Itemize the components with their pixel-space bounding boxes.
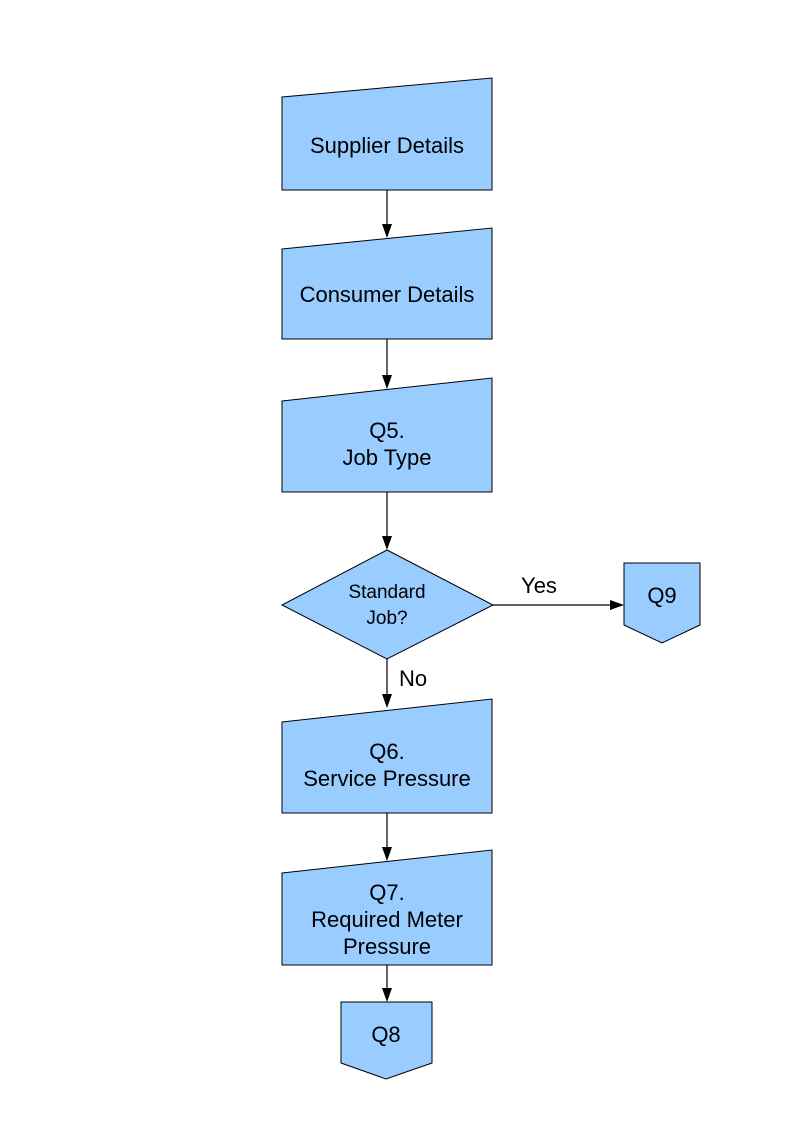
- arrow-q5-to-decision: [382, 492, 392, 550]
- supplier-details-shape: [281, 77, 493, 191]
- q7-label-line3: Pressure: [343, 934, 431, 959]
- arrowhead-down-icon: [382, 224, 392, 238]
- q6-service-pressure-shape: [281, 698, 493, 814]
- node-q5-job-type: Q5. Job Type: [281, 377, 493, 493]
- q7-label-line1: Q7.: [369, 880, 404, 905]
- node-q9-connector: Q9: [623, 562, 701, 644]
- arrowhead-down-icon: [382, 536, 392, 550]
- consumer-details-label: Consumer Details: [300, 282, 475, 307]
- arrowhead-right-icon: [610, 600, 624, 610]
- q9-connector-shape: [623, 562, 701, 644]
- arrow-supplier-to-consumer: [382, 190, 392, 238]
- node-q7-required-meter-pressure: Q7. Required Meter Pressure: [281, 849, 493, 966]
- q7-label-line2: Required Meter: [311, 907, 463, 932]
- arrowhead-down-icon: [382, 988, 392, 1002]
- arrowhead-down-icon: [382, 847, 392, 861]
- q6-label-line2: Service Pressure: [303, 766, 471, 791]
- arrowhead-down-icon: [382, 694, 392, 708]
- arrow-q6-to-q7: [382, 813, 392, 861]
- q9-label: Q9: [647, 583, 676, 608]
- consumer-details-shape: [281, 227, 493, 340]
- q8-label: Q8: [371, 1022, 400, 1047]
- q7-required-meter-pressure-shape: [281, 849, 493, 966]
- no-edge-label: No: [399, 666, 427, 691]
- node-supplier-details: Supplier Details: [281, 77, 493, 191]
- decision-label-line2: Job?: [366, 608, 407, 629]
- arrowhead-down-icon: [382, 375, 392, 389]
- q5-label-line2: Job Type: [343, 445, 432, 470]
- node-q8-connector: Q8: [340, 1001, 433, 1080]
- yes-edge-label: Yes: [521, 573, 557, 598]
- q6-label-line1: Q6.: [369, 739, 404, 764]
- arrow-consumer-to-q5: [382, 339, 392, 389]
- arrow-decision-to-q6: No: [382, 659, 427, 708]
- q5-job-type-shape: [281, 377, 493, 493]
- q5-label-line1: Q5.: [369, 418, 404, 443]
- decision-label-line1: Standard: [348, 582, 425, 603]
- q8-connector-shape: [340, 1001, 433, 1080]
- standard-job-decision-shape: [280, 549, 495, 660]
- arrow-decision-to-q9: Yes: [493, 573, 624, 610]
- arrow-q7-to-q8: [382, 965, 392, 1002]
- node-standard-job-decision: Standard Job?: [280, 549, 495, 660]
- node-consumer-details: Consumer Details: [281, 227, 493, 340]
- supplier-details-label: Supplier Details: [310, 133, 464, 158]
- node-q6-service-pressure: Q6. Service Pressure: [281, 698, 493, 814]
